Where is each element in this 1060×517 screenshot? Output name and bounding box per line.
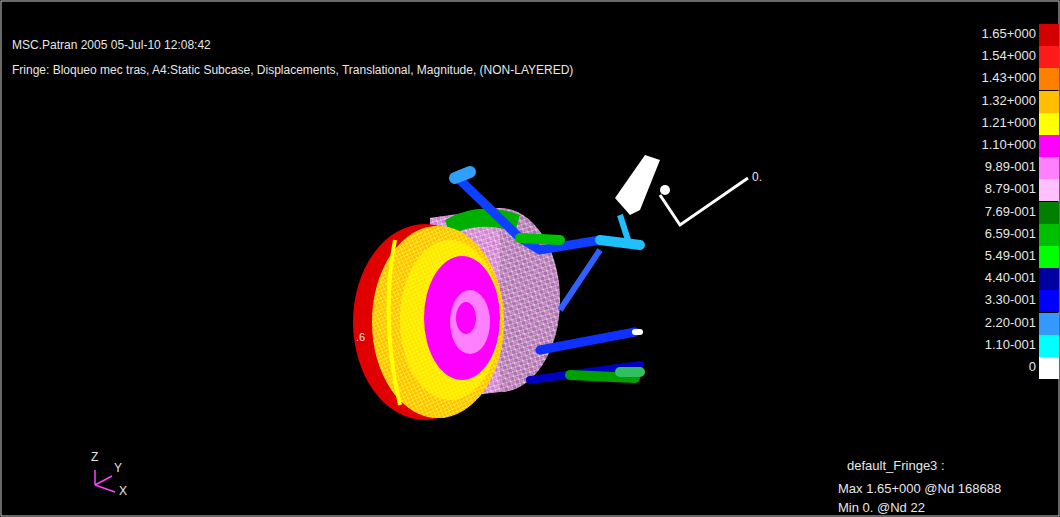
legend-value: 1.21+000 (981, 115, 1036, 131)
legend-swatch (1039, 24, 1059, 46)
legend-swatch (1039, 157, 1059, 179)
legend-swatch (1039, 113, 1059, 135)
max-value: Max 1.65+000 @Nd 168688 (838, 481, 1001, 497)
axis-label: X (119, 484, 127, 498)
legend-value: 9.89-001 (985, 159, 1036, 175)
value-marker: 0. (752, 170, 762, 184)
legend-swatch (1039, 357, 1059, 379)
header-text: MSC.Patran 2005 05-Jul-10 12:08:42 (12, 38, 211, 52)
legend-swatch (1039, 68, 1059, 90)
legend-swatch (1039, 202, 1059, 224)
legend-swatch (1039, 268, 1059, 290)
legend-swatch (1039, 46, 1059, 68)
legend-swatch (1039, 246, 1059, 268)
legend-value: 0 (1029, 359, 1036, 375)
legend-swatch (1039, 91, 1059, 113)
min-value: Min 0. @Nd 22 (838, 500, 925, 516)
fringe-title: Fringe: Bloqueo mec tras, A4:Static Subc… (12, 63, 573, 77)
legend-value: 4.40-001 (985, 270, 1036, 286)
legend-value: 1.65+000 (981, 26, 1036, 42)
legend-swatch (1039, 335, 1059, 357)
legend-value: 1.54+000 (981, 48, 1036, 64)
legend-value: 1.10-001 (985, 337, 1036, 353)
legend-value: 5.49-001 (985, 248, 1036, 264)
legend-swatch (1039, 135, 1059, 157)
legend-value: 8.79-001 (985, 181, 1036, 197)
legend-value: 2.20-001 (985, 315, 1036, 331)
legend-value: 1.32+000 (981, 93, 1036, 109)
legend-value: 1.10+000 (981, 137, 1036, 153)
legend-value: 7.69-001 (985, 204, 1036, 220)
legend-swatch (1039, 179, 1059, 201)
value-marker: .6 (356, 331, 365, 344)
axis-label: Z (91, 450, 98, 464)
legend-value: 3.30-001 (985, 292, 1036, 308)
legend-value: 6.59-001 (985, 226, 1036, 242)
legend-swatch (1039, 224, 1059, 246)
axis-label: Y (114, 461, 122, 475)
fringe-name: default_Fringe3 : (847, 458, 945, 474)
legend-swatch (1039, 290, 1059, 312)
legend-value: 1.43+000 (981, 70, 1036, 86)
legend-swatch (1039, 313, 1059, 335)
